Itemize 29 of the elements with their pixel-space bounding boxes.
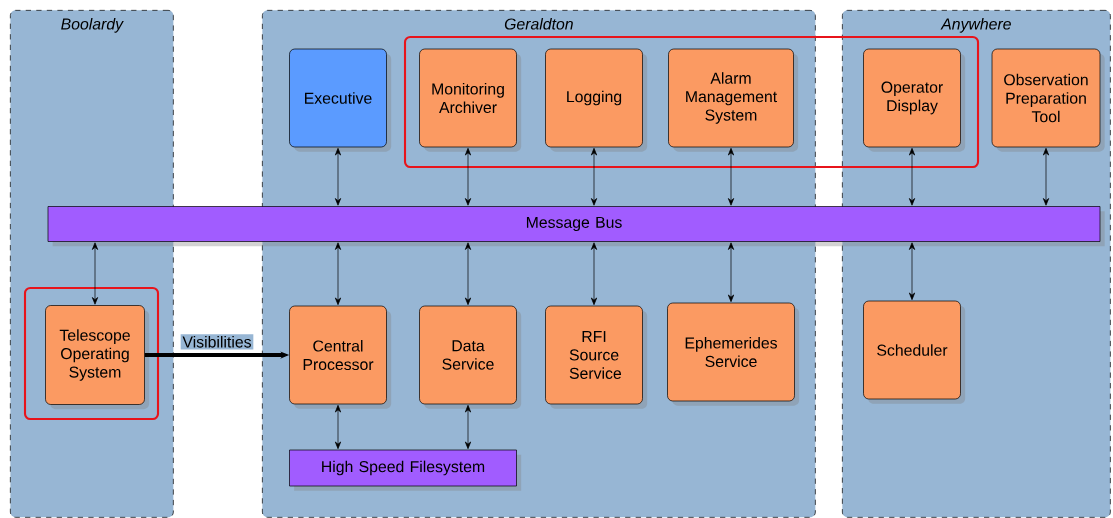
- arrow: [908, 147, 916, 206]
- arrow: [334, 404, 342, 450]
- arrow: [1042, 147, 1050, 206]
- component-box: Logging: [545, 48, 648, 152]
- bus-bar: High Speed Filesystem: [289, 449, 522, 491]
- component-box: Operator Display: [863, 48, 966, 152]
- arrow: [91, 242, 99, 305]
- bus-bar: Message Bus: [47, 206, 1105, 247]
- edge-label: Visibilities: [182, 336, 251, 348]
- arrow: [908, 242, 916, 301]
- arrow: [464, 404, 472, 450]
- arrow: [590, 147, 598, 206]
- component-box: Central Processor: [289, 305, 392, 409]
- arrow: [334, 147, 342, 206]
- component-box: Data Service: [419, 305, 522, 409]
- arrow: [334, 242, 342, 306]
- component-box: Scheduler: [863, 300, 966, 404]
- component-box: Monitoring Archiver: [419, 48, 522, 152]
- component-box: Observation Preparation Tool: [991, 48, 1105, 152]
- component-box: Alarm Management System: [668, 48, 799, 152]
- arrow: [590, 242, 598, 306]
- arrow: [464, 242, 472, 306]
- component-box: Ephemerides Service: [667, 302, 800, 406]
- arrow: [727, 242, 735, 303]
- component-box: Executive: [289, 48, 392, 152]
- arrow: [727, 147, 735, 206]
- arrow: [464, 147, 472, 206]
- component-box: Telescope Operating System: [45, 305, 150, 410]
- component-box: RFI Source Service: [545, 305, 648, 409]
